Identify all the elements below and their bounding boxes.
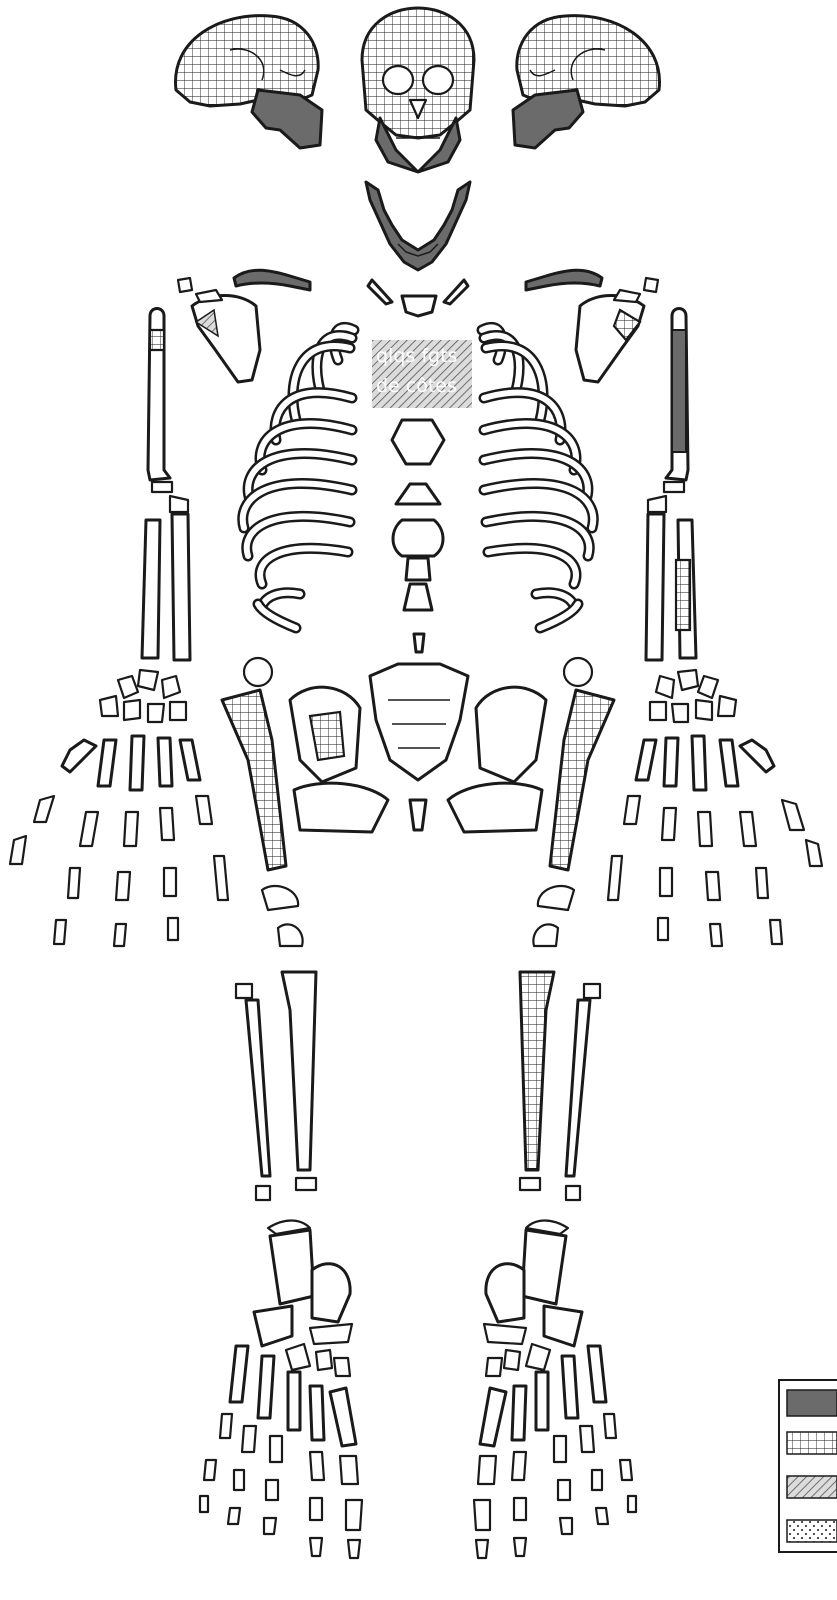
skull-right-lateral [513,16,659,148]
leg-right [520,972,600,1200]
ilium-left [290,687,360,782]
clavicle-left [234,270,310,290]
scapula-left [178,278,260,382]
rib-fragments-note: qlqs fgts de côtes [372,340,472,408]
manubrium [368,280,468,316]
pubis-right [448,783,542,832]
humerus-left [148,309,172,493]
pubis-left [294,783,388,832]
foot-left [200,1221,362,1559]
mandible [366,182,470,270]
skull-frontal [362,8,474,172]
legend-swatch-dots [787,1520,837,1542]
forearm-left [142,496,190,660]
ribcage-right [482,327,593,628]
ribcage-left [243,327,354,628]
ilium-right [476,687,546,782]
skull-left-lateral [176,16,322,148]
humerus-right [664,309,688,493]
clavicle-right [526,270,602,290]
rib-fragments-line1: qlqs fgts [376,345,457,367]
legend-swatch-grid [787,1432,837,1454]
rib-fragments-line2: de côtes [376,375,457,397]
scapula-right [576,278,658,382]
legend-swatch-dark [787,1390,837,1416]
hand-right [608,670,822,946]
hand-left [10,670,228,946]
forearm-right [646,496,696,660]
legend [779,1380,837,1552]
foot-right [474,1221,636,1559]
sternum-segments [392,420,444,652]
legend-swatch-hatch [787,1476,837,1498]
leg-left [236,972,316,1200]
